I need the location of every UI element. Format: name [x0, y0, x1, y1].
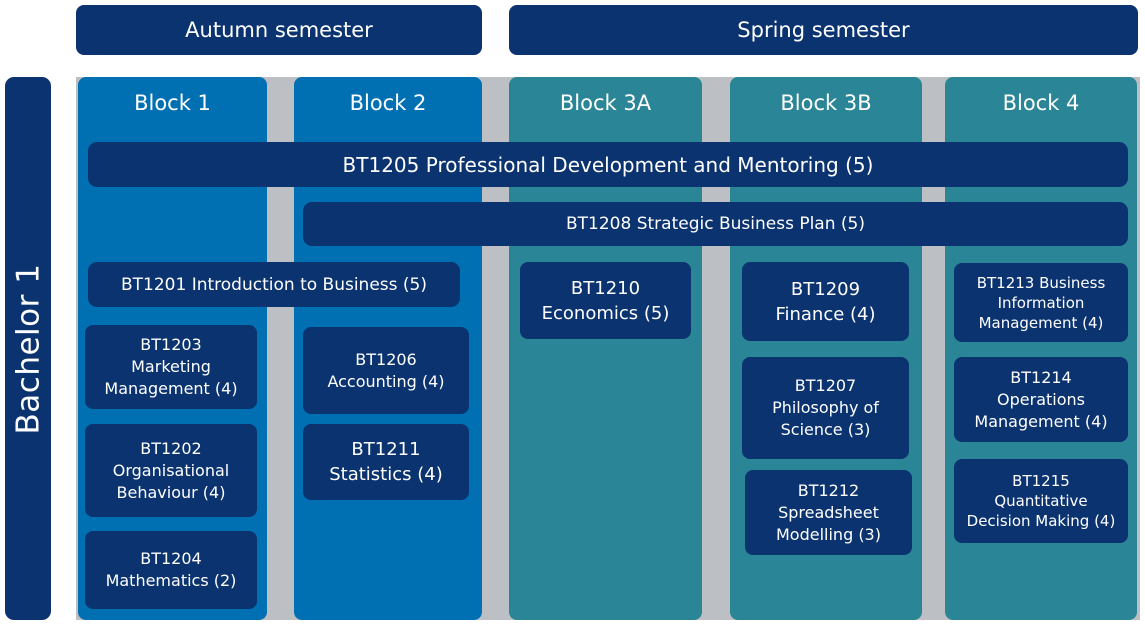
- course-bt1206-line-1: BT1206: [355, 349, 417, 369]
- bachelor-year-label-box: Bachelor 1: [5, 77, 51, 620]
- course-bt1210-line-1: BT1210: [570, 277, 641, 299]
- course-bt1212: BT1212 Spreadsheet Modelling (3): [745, 470, 912, 555]
- course-bt1204-line-2: Mathematics (2): [105, 571, 237, 590]
- block-4-title: Block 4: [1002, 91, 1080, 115]
- course-bt1208: BT1208 Strategic Business Plan (5): [303, 202, 1128, 246]
- course-bt1215-line-3: Decision Making (4): [966, 512, 1116, 530]
- course-bt1215-line-2: Quantitative: [994, 492, 1088, 510]
- spring-semester-label: Spring semester: [737, 18, 910, 42]
- course-bt1214: BT1214 Operations Management (4): [954, 357, 1128, 442]
- course-bt1202: BT1202 Organisational Behaviour (4): [85, 424, 257, 517]
- course-bt1212-line-1: BT1212: [797, 480, 860, 500]
- course-bt1203-line-1: BT1203: [140, 335, 202, 354]
- course-bt1203-line-2: Marketing: [131, 357, 211, 376]
- course-bt1209-line-1: BT1209: [790, 278, 861, 300]
- autumn-semester-header: Autumn semester: [76, 5, 482, 55]
- course-bt1209: BT1209 Finance (4): [742, 262, 909, 341]
- course-bt1203: BT1203 Marketing Management (4): [85, 325, 257, 409]
- course-bt1213-line-2: Information: [997, 293, 1085, 312]
- course-bt1202-line-2: Organisational: [112, 460, 230, 480]
- course-bt1208-label: BT1208 Strategic Business Plan (5): [566, 214, 865, 234]
- course-bt1205: BT1205 Professional Development and Ment…: [88, 142, 1128, 187]
- course-bt1202-line-1: BT1202: [140, 438, 202, 458]
- course-bt1206-line-2: Accounting (4): [327, 371, 445, 391]
- course-bt1207-line-2: Philosophy of: [772, 398, 879, 417]
- course-bt1210: BT1210 Economics (5): [520, 262, 691, 339]
- course-bt1213: BT1213 Business Information Management (…: [954, 263, 1128, 342]
- block-2-title: Block 2: [349, 91, 427, 115]
- course-bt1209-line-2: Finance (4): [775, 303, 876, 325]
- course-bt1215: BT1215 Quantitative Decision Making (4): [954, 459, 1128, 543]
- block-3a-title: Block 3A: [559, 91, 652, 115]
- course-bt1201: BT1201 Introduction to Business (5): [88, 262, 460, 307]
- course-bt1204-line-1: BT1204: [140, 549, 202, 568]
- spring-semester-header: Spring semester: [509, 5, 1138, 55]
- course-bt1214-line-3: Management (4): [974, 411, 1108, 431]
- block-3b-title: Block 3B: [780, 91, 872, 115]
- course-bt1214-line-2: Operations: [997, 389, 1085, 409]
- course-bt1213-line-3: Management (4): [978, 313, 1104, 332]
- course-bt1212-line-3: Modelling (3): [776, 524, 881, 544]
- course-bt1215-line-1: BT1215: [1012, 472, 1070, 490]
- course-bt1201-label: BT1201 Introduction to Business (5): [121, 274, 427, 295]
- course-bt1214-line-1: BT1214: [1010, 367, 1072, 387]
- course-bt1211-line-2: Statistics (4): [329, 464, 443, 485]
- course-bt1205-label: BT1205 Professional Development and Ment…: [342, 152, 874, 177]
- course-bt1213-line-1: BT1213 Business: [976, 273, 1106, 292]
- course-bt1211: BT1211 Statistics (4): [303, 424, 469, 500]
- course-bt1207-line-1: BT1207: [794, 376, 857, 395]
- course-bt1212-line-2: Spreadsheet: [778, 502, 879, 522]
- course-bt1210-line-2: Economics (5): [541, 302, 670, 324]
- bachelor-year-label: Bachelor 1: [10, 263, 46, 434]
- course-bt1203-line-3: Management (4): [104, 379, 238, 398]
- course-bt1204: BT1204 Mathematics (2): [85, 531, 257, 609]
- autumn-semester-label: Autumn semester: [185, 18, 373, 42]
- block-1-title: Block 1: [134, 91, 211, 115]
- course-bt1206: BT1206 Accounting (4): [303, 327, 469, 414]
- course-bt1207-line-3: Science (3): [780, 420, 871, 439]
- course-bt1211-line-1: BT1211: [351, 439, 421, 460]
- course-bt1202-line-3: Behaviour (4): [116, 482, 226, 502]
- course-bt1207: BT1207 Philosophy of Science (3): [742, 357, 909, 459]
